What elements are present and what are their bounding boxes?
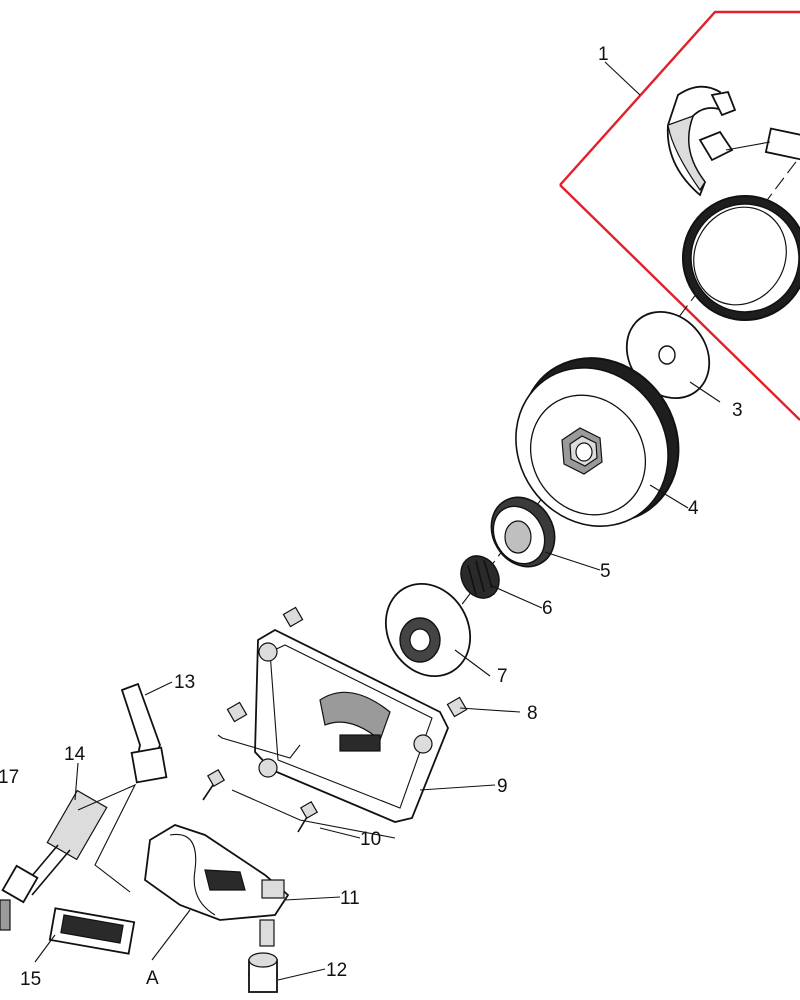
part-17-fragment [0,899,11,931]
part-1-clutch-ring [682,195,800,321]
callout-11: 11 [340,888,360,909]
callout-A: A [146,968,159,989]
part-14-pickup-tube [1,789,108,904]
kit-highlight-outline-lower [559,184,800,421]
part-4-sprocket-drum [515,357,680,527]
part-13-hose-elbow [120,682,168,784]
part-10-screws [202,768,319,833]
callout-10: 10 [360,829,381,850]
part-11-oil-pump [144,824,290,921]
callout-3: 3 [732,400,743,421]
callout-13: 13 [174,672,195,693]
part-1-clutch-shoe [666,85,800,197]
callout-5: 5 [600,561,611,582]
callout-9: 9 [497,776,508,797]
callout-7: 7 [497,666,508,687]
callout-15: 15 [20,969,41,990]
kit-highlight-outline [559,10,800,186]
callout-8: 8 [527,703,538,724]
callout-14: 14 [64,744,86,765]
callout-12: 12 [326,960,347,981]
callout-labels: 1 3 4 5 6 7 8 9 10 11 12 13 14 15 17 A [0,44,743,990]
callout-6: 6 [542,598,553,619]
callout-1: 1 [598,44,609,65]
part-8-screw [226,606,468,723]
callout-4: 4 [688,498,699,519]
part-9-cover-plate [254,628,449,823]
part-6-needle-bearing [460,555,500,599]
leader-lines [34,61,721,981]
part-12-plug [248,919,278,993]
part-5-rim-sprocket [490,496,556,568]
part-15-filter [48,907,136,955]
callout-17: 17 [0,767,19,788]
part-7-bushing [384,582,472,678]
